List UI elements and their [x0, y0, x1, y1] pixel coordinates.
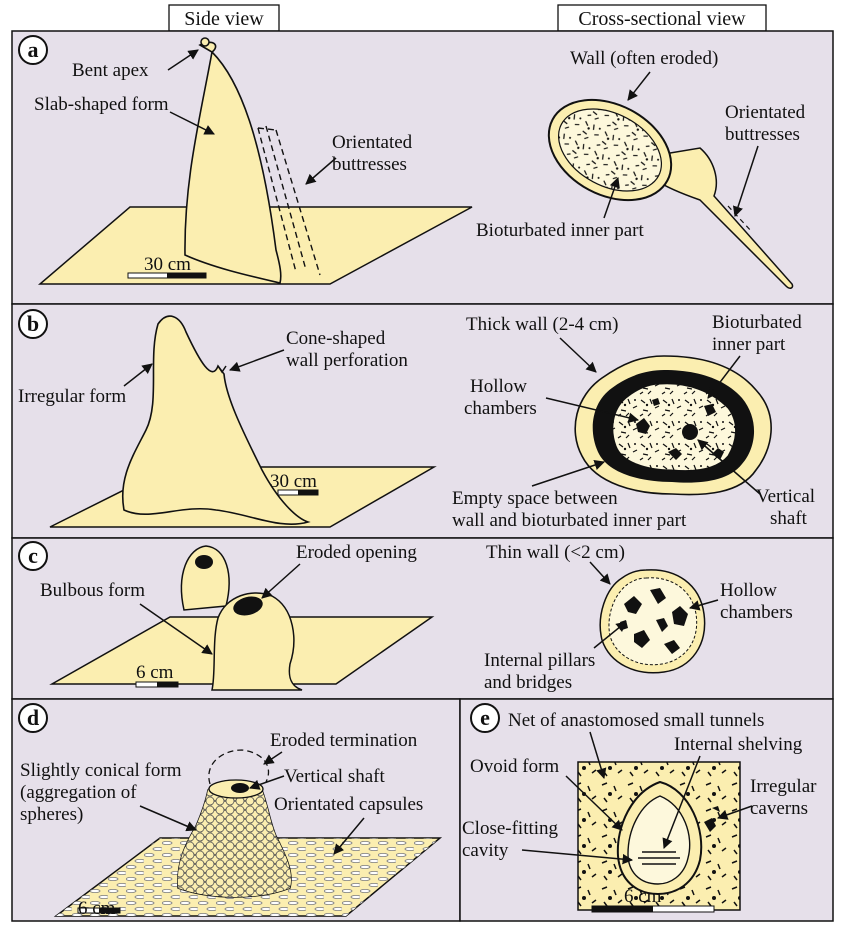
scale-label-d: 6 cm [78, 898, 116, 919]
eroded-opening-back [195, 555, 213, 569]
panel-letter-e-badge: e [471, 704, 499, 732]
label-conical-3: spheres) [20, 804, 83, 825]
panel-letter-c: c [28, 543, 38, 568]
label-eroded-termination: Eroded termination [270, 730, 418, 751]
panel-letter-d-badge: d [19, 704, 47, 732]
label-orientated-capsules: Orientated capsules [274, 794, 423, 815]
label-hollow-c-1: Hollow [720, 580, 777, 601]
cross-section-b [575, 356, 771, 495]
label-bioturbated-inner-a: Bioturbated inner part [476, 220, 645, 241]
cross-section-c [600, 570, 704, 673]
label-cone-shaped-2: wall perforation [286, 350, 408, 371]
panel-letter-a: a [28, 37, 39, 62]
side-view-header: Side view [184, 8, 264, 30]
label-thick-wall: Thick wall (2-4 cm) [466, 314, 618, 335]
label-buttresses-cross-1: Orientated [725, 102, 806, 123]
panel-letter-e: e [480, 705, 490, 730]
scale-label-e: 6 cm [624, 886, 662, 907]
panel-letter-b-badge: b [19, 310, 47, 338]
panel-letter-d: d [27, 705, 39, 730]
label-wall-often-eroded: Wall (often eroded) [570, 48, 718, 69]
scale-label-a: 30 cm [144, 254, 191, 275]
scale-label-b: 30 cm [270, 471, 317, 492]
label-thin-wall: Thin wall (<2 cm) [486, 542, 625, 563]
label-bent-apex: Bent apex [72, 60, 149, 81]
label-ovoid-form: Ovoid form [470, 756, 559, 777]
label-conical-2: (aggregation of [20, 782, 137, 803]
label-vertical-shaft-d: Vertical shaft [284, 766, 385, 787]
label-buttresses-side-1: Orientated [332, 132, 413, 153]
label-cone-shaped-1: Cone-shaped [286, 328, 386, 349]
label-eroded-opening: Eroded opening [296, 542, 417, 563]
label-bioturbated-b-2: inner part [712, 334, 786, 355]
label-net-of-tunnels: Net of anastomosed small tunnels [508, 710, 764, 731]
label-irregular-form: Irregular form [18, 386, 126, 407]
panel-letter-c-badge: c [19, 542, 47, 570]
panel-letter-a-badge: a [19, 36, 47, 64]
label-hollow-b-2: chambers [464, 398, 537, 419]
label-empty-space-1: Empty space between [452, 488, 618, 509]
label-irregular-caverns-2: caverns [750, 798, 808, 819]
cross-view-header: Cross-sectional view [578, 8, 746, 30]
label-irregular-caverns-1: Irregular [750, 776, 817, 797]
label-vertical-shaft-b-1: Vertical [756, 486, 815, 507]
label-internal-shelving: Internal shelving [674, 734, 803, 755]
scale-label-c: 6 cm [136, 662, 174, 683]
label-hollow-b-1: Hollow [470, 376, 527, 397]
label-vertical-shaft-b-2: shaft [770, 508, 808, 529]
label-pillars-2: and bridges [484, 672, 572, 693]
label-bulbous-form: Bulbous form [40, 580, 145, 601]
label-bioturbated-b-1: Bioturbated [712, 312, 802, 333]
label-empty-space-2: wall and bioturbated inner part [452, 510, 687, 531]
label-buttresses-side-2: buttresses [332, 154, 407, 175]
vertical-shaft-opening [231, 783, 249, 793]
label-pillars-1: Internal pillars [484, 650, 595, 671]
label-conical-1: Slightly conical form [20, 760, 182, 781]
panel-letter-b: b [27, 311, 39, 336]
label-buttresses-cross-2: buttresses [725, 124, 800, 145]
label-close-fitting-2: cavity [462, 840, 509, 861]
bent-apex-tip [201, 38, 209, 46]
label-close-fitting-1: Close-fitting [462, 818, 559, 839]
label-slab-shaped-form: Slab-shaped form [34, 94, 169, 115]
label-hollow-c-2: chambers [720, 602, 793, 623]
